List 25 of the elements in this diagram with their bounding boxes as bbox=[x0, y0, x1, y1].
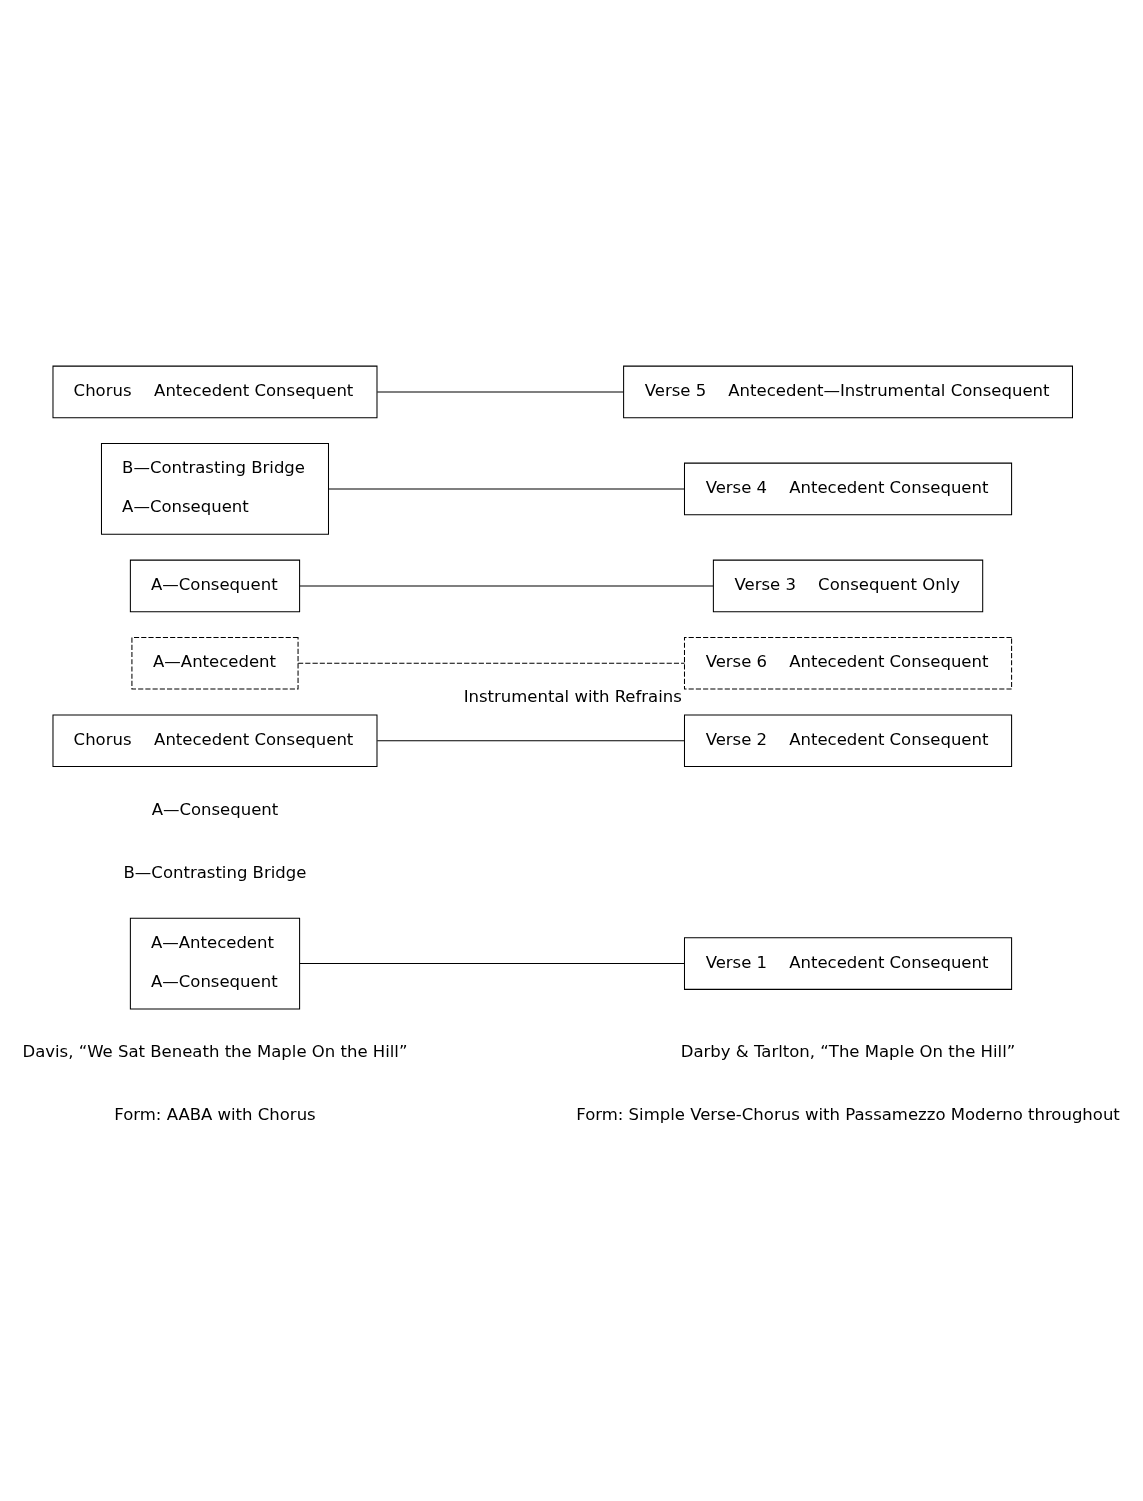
node-box: Verse 6 Antecedent Consequent bbox=[683, 637, 1013, 690]
label: Davis, “We Sat Beneath the Maple On the Hill” bbox=[22, 1042, 408, 1062]
node-box: A—Antecedent bbox=[131, 637, 299, 690]
label: B—Contrasting Bridge bbox=[123, 862, 307, 882]
label: Form: AABA with Chorus bbox=[114, 1105, 316, 1125]
label: Darby & Tarlton, “The Maple On the Hill” bbox=[680, 1042, 1016, 1062]
connector bbox=[299, 585, 714, 587]
node-box: A—Antecedent A—Consequent bbox=[129, 917, 301, 1010]
connector bbox=[376, 740, 685, 742]
node-label: Instrumental with Refrains bbox=[463, 687, 682, 707]
label: A—Consequent bbox=[151, 799, 279, 819]
node-box: A—Consequent bbox=[129, 559, 301, 613]
node-box: Verse 2 Antecedent Consequent bbox=[683, 714, 1013, 767]
connector bbox=[299, 963, 685, 965]
connector bbox=[328, 488, 685, 490]
node-box: Chorus Antecedent Consequent bbox=[52, 365, 378, 419]
node-box: B—Contrasting Bridge A—Consequent bbox=[100, 443, 329, 535]
node-box: Chorus Antecedent Consequent bbox=[52, 714, 378, 767]
node-box: Verse 3 Consequent Only bbox=[712, 559, 984, 613]
label: Form: Simple Verse-Chorus with Passamezzo Moderno throughout bbox=[576, 1105, 1120, 1125]
node-box: Verse 1 Antecedent Consequent bbox=[683, 937, 1013, 990]
connector bbox=[376, 391, 624, 393]
connector bbox=[297, 662, 685, 664]
node-box: Verse 4 Antecedent Consequent bbox=[683, 462, 1013, 516]
node-box: Verse 5 Antecedent—Instrumental Consequent bbox=[623, 365, 1073, 419]
